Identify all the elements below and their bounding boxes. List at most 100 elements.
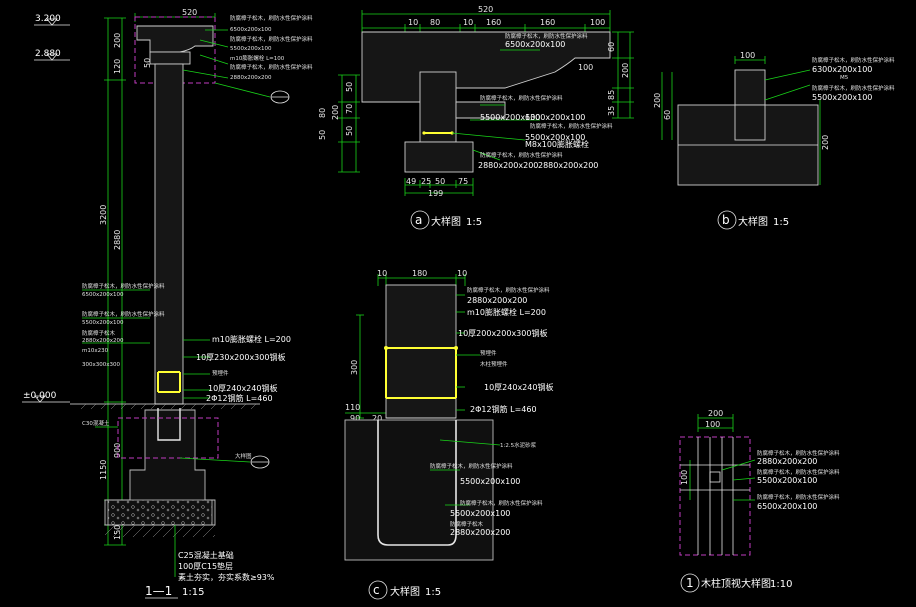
- elevation-ground-label: ±0.000: [23, 391, 57, 401]
- svg-text:大样图: 大样图: [390, 585, 420, 598]
- svg-text:1:5: 1:5: [466, 217, 482, 228]
- gravel-cushion: [107, 499, 213, 526]
- detail-c-callout-box[interactable]: [117, 417, 219, 459]
- svg-text:6500x200x100: 6500x200x100: [230, 27, 272, 33]
- svg-text:6500x200x100: 6500x200x100: [82, 292, 124, 298]
- svg-text:160: 160: [540, 18, 555, 27]
- svg-text:100: 100: [578, 63, 593, 72]
- svg-text:木柱预埋件: 木柱预埋件: [480, 360, 508, 368]
- svg-text:300: 300: [350, 360, 359, 375]
- svg-text:大样图: 大样图: [431, 215, 461, 228]
- svg-text:10厚230x200x300钢板: 10厚230x200x300钢板: [196, 352, 285, 362]
- svg-text:5500x200x100: 5500x200x100: [82, 320, 124, 326]
- svg-text:10厚200x200x300钢板: 10厚200x200x300钢板: [458, 328, 547, 338]
- svg-text:200: 200: [821, 135, 830, 150]
- svg-text:大样图: 大样图: [738, 215, 768, 228]
- detail-d-dims: 200 100 100: [680, 409, 734, 500]
- svg-text:110: 110: [345, 403, 360, 412]
- detail-a-top-beam: [361, 31, 611, 103]
- wood-column: [154, 63, 184, 405]
- svg-text:300x300x300: 300x300x300: [82, 362, 121, 368]
- svg-text:6300x200x100: 6300x200x100: [525, 113, 585, 122]
- svg-text:25: 25: [421, 177, 431, 186]
- detail-a-notes: 防腐樟子松木，刷防水性保护涂料 6500x200x100 防腐樟子松木，刷防水性…: [451, 32, 613, 170]
- svg-text:5500x200x100: 5500x200x100: [460, 477, 520, 486]
- svg-text:2880x200x200: 2880x200x200: [230, 75, 272, 81]
- detail-b-notes: 防腐樟子松木，刷防水性保护涂料 6300x200x100 M5 防腐樟子松木，刷…: [764, 56, 895, 102]
- svg-text:80: 80: [318, 108, 327, 118]
- detail-a-left-dims: 50 200 70 50 80 50: [318, 74, 360, 173]
- cross-beam: [149, 51, 191, 65]
- svg-text:70: 70: [345, 104, 354, 114]
- svg-text:85: 85: [607, 90, 616, 100]
- section-1-1-title: 1—1 1:15: [145, 584, 204, 599]
- svg-text:素土夯实，夯实系数≥93%: 素土夯实，夯实系数≥93%: [178, 572, 275, 582]
- svg-text:m10膨胀螺栓 L=200: m10膨胀螺栓 L=200: [212, 334, 291, 344]
- detail-b: 100 200 60 200 防腐樟子松木，刷防水性保护涂料 6300x200x…: [653, 51, 895, 230]
- detail-c-dims: 10 180 10 300 110 90 20: [345, 269, 467, 423]
- svg-text:预埋件: 预埋件: [480, 349, 497, 357]
- svg-text:b: b: [722, 213, 730, 227]
- dim-50: 50: [143, 58, 152, 68]
- svg-text:20: 20: [372, 414, 382, 423]
- svg-text:6500x200x100: 6500x200x100: [505, 40, 565, 49]
- svg-text:预埋件: 预埋件: [212, 369, 229, 377]
- svg-text:大样图: 大样图: [235, 452, 252, 460]
- detail-bubble-a-ref[interactable]: [214, 82, 290, 104]
- detail-b-dims: 100 200 60 200: [653, 51, 830, 185]
- detail-d-bolt: [709, 471, 721, 483]
- svg-text:10: 10: [377, 269, 387, 278]
- top-beam-section: [136, 25, 214, 53]
- svg-text:5500x200x100: 5500x200x100: [480, 113, 540, 122]
- svg-text:防腐樟子松木，刷防水性保护涂料: 防腐樟子松木，刷防水性保护涂料: [812, 56, 895, 64]
- svg-text:10厚240x240钢板: 10厚240x240钢板: [484, 382, 553, 392]
- svg-text:防腐樟子松木，刷防水性保护涂料: 防腐樟子松木，刷防水性保护涂料: [82, 282, 165, 290]
- svg-text:100: 100: [740, 51, 755, 60]
- section-title-scale: 1:15: [182, 587, 204, 598]
- svg-text:49: 49: [406, 177, 416, 186]
- svg-text:50: 50: [318, 130, 327, 140]
- svg-text:防腐樟子松木: 防腐樟子松木: [82, 329, 116, 337]
- svg-text:c: c: [373, 583, 380, 597]
- svg-text:199: 199: [428, 189, 443, 198]
- dim-900: 900: [113, 443, 122, 458]
- svg-text:木柱顶视大样图: 木柱顶视大样图: [701, 577, 771, 590]
- svg-text:5500x200x100: 5500x200x100: [450, 509, 510, 518]
- svg-text:100厚C15垫层: 100厚C15垫层: [178, 561, 233, 571]
- detail-bubble-c-ref[interactable]: 大样图: [179, 452, 270, 469]
- svg-text:10: 10: [463, 18, 473, 27]
- section-top-dimension: 520: [134, 8, 216, 22]
- svg-text:防腐樟子松木，刷防水性保护涂料: 防腐樟子松木，刷防水性保护涂料: [430, 462, 513, 470]
- svg-text:m10膨胀螺栓 L=200: m10膨胀螺栓 L=200: [467, 307, 546, 317]
- svg-text:m10膨胀螺栓 L=100: m10膨胀螺栓 L=100: [230, 54, 285, 62]
- svg-text:100: 100: [705, 420, 720, 429]
- svg-text:防腐樟子松木，刷防水性保护涂料: 防腐樟子松木，刷防水性保护涂料: [82, 310, 165, 318]
- detail-c-concrete: [344, 419, 494, 561]
- svg-text:防腐樟子松木: 防腐樟子松木: [450, 520, 484, 528]
- elevation-top-label: 3.200: [35, 14, 61, 24]
- detail-a-title: a 大样图 1:5: [410, 210, 482, 230]
- svg-text:防腐樟子松木，刷防水性保护涂料: 防腐樟子松木，刷防水性保护涂料: [757, 468, 840, 476]
- elevation-marker-ground: ±0.000: [22, 391, 70, 403]
- svg-text:200: 200: [708, 409, 723, 418]
- section-left-dimensions: 200 120 3200 2880 900 1150 200 150 50: [99, 17, 152, 546]
- detail-c-rebar: [377, 420, 457, 546]
- svg-text:防腐樟子松木，刷防水性保护涂料: 防腐樟子松木，刷防水性保护涂料: [480, 94, 563, 102]
- detail-d-outline: [679, 436, 751, 556]
- detail-a-column: [419, 71, 457, 143]
- svg-text:90: 90: [350, 414, 360, 423]
- svg-text:1:5: 1:5: [425, 587, 441, 598]
- elevation-second-label: 2.880: [35, 49, 61, 59]
- svg-text:50: 50: [345, 126, 354, 136]
- section-notes-right: m10膨胀螺栓 L=200 10厚230x200x300钢板 预埋件 10厚24…: [82, 334, 291, 428]
- svg-text:防腐樟子松木，刷防水性保护涂料: 防腐樟子松木，刷防水性保护涂料: [757, 449, 840, 457]
- svg-text:160: 160: [486, 18, 501, 27]
- svg-text:50: 50: [345, 82, 354, 92]
- svg-text:80: 80: [430, 18, 440, 27]
- svg-text:M8x100膨胀螺栓: M8x100膨胀螺栓: [525, 139, 589, 149]
- svg-text:1: 1: [686, 576, 694, 590]
- section-notes-left: 防腐樟子松木，刷防水性保护涂料 6500x200x100 防腐樟子松木，刷防水性…: [82, 282, 165, 368]
- svg-text:M5: M5: [840, 75, 849, 81]
- svg-text:防腐樟子松木，刷防水性保护涂料: 防腐樟子松木，刷防水性保护涂料: [460, 499, 543, 507]
